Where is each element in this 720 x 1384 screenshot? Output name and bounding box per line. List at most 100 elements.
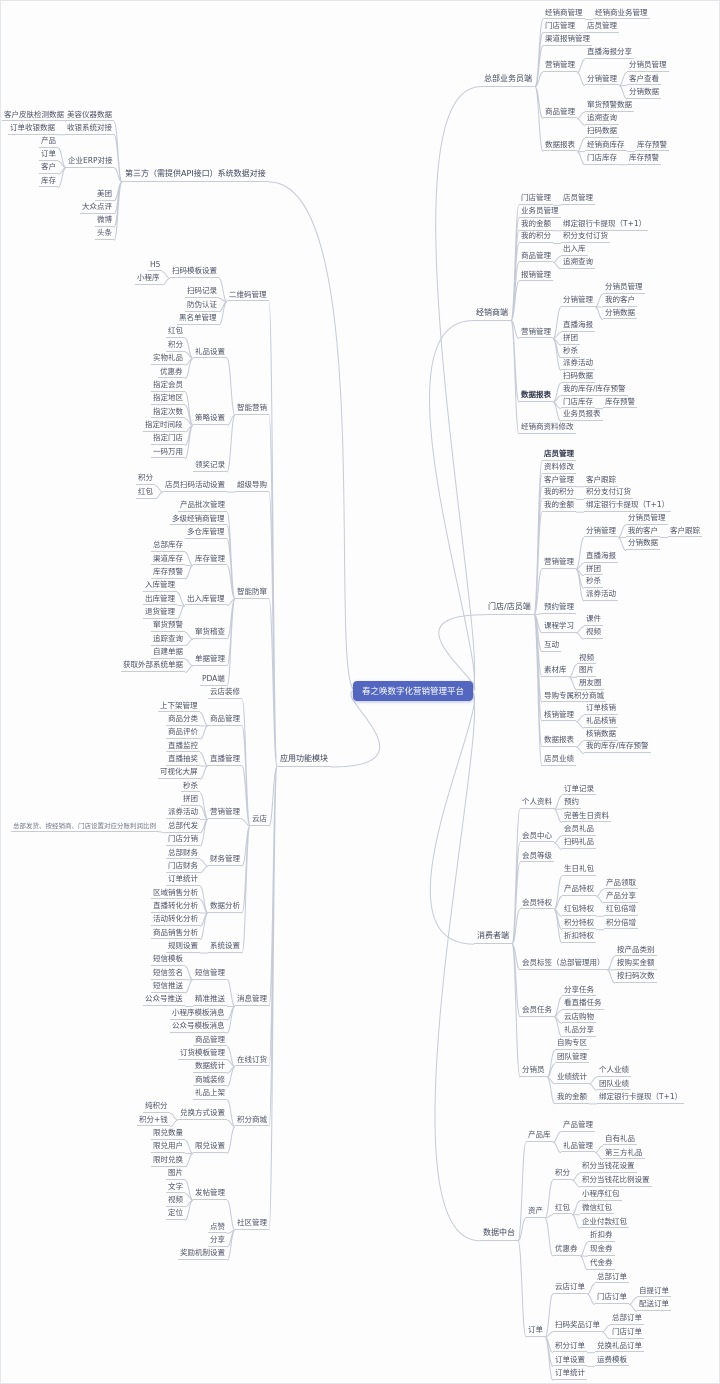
mindmap-node[interactable]: 出入库 bbox=[561, 244, 588, 256]
mindmap-node[interactable]: 秒杀 bbox=[584, 576, 603, 589]
mindmap-node[interactable]: 自提订单 bbox=[637, 1286, 671, 1298]
mindmap-node[interactable]: 优惠券 bbox=[553, 1244, 580, 1256]
mindmap-node[interactable]: 店员管理 bbox=[585, 21, 619, 33]
mindmap-node[interactable]: 分销员 bbox=[520, 1065, 547, 1077]
mindmap-node[interactable]: 精准推送 bbox=[193, 994, 227, 1007]
mindmap-node[interactable]: 微信红包 bbox=[580, 1203, 614, 1215]
mindmap-node[interactable]: 短信推送 bbox=[151, 981, 185, 993]
mindmap-node[interactable]: 订单收银数据 bbox=[8, 123, 57, 135]
mindmap-node[interactable]: 我的库存/库存预警 bbox=[584, 741, 651, 754]
mindmap-node[interactable]: 分销管理 bbox=[561, 295, 595, 307]
mindmap-node[interactable]: 微博 bbox=[95, 215, 114, 227]
mindmap-node[interactable]: 视频 bbox=[584, 627, 603, 639]
mindmap-node[interactable]: 积分当钱花比例设置 bbox=[580, 1175, 652, 1187]
mindmap-node[interactable]: 绑定银行卡提现（T+1） bbox=[597, 1092, 685, 1104]
mindmap-node[interactable]: 美团 bbox=[95, 189, 114, 201]
mindmap-node[interactable]: 商品销售分析 bbox=[151, 928, 200, 940]
mindmap-node[interactable]: 短信签名 bbox=[151, 968, 185, 980]
mindmap-node[interactable]: 积分+钱 bbox=[137, 1115, 170, 1127]
mindmap-node[interactable]: 第三方礼品 bbox=[603, 1148, 645, 1160]
mindmap-node[interactable]: 客户查看 bbox=[627, 74, 661, 86]
mindmap-node[interactable]: 拼团 bbox=[181, 794, 200, 806]
mindmap-node[interactable]: 定位 bbox=[166, 1208, 185, 1220]
mindmap-node[interactable]: 分享 bbox=[208, 1235, 227, 1247]
mindmap-node[interactable]: 积分 bbox=[166, 340, 185, 352]
mindmap-node[interactable]: 我的积分 bbox=[542, 487, 576, 500]
mindmap-node[interactable]: 窜货稽查 bbox=[193, 627, 227, 639]
mindmap-node[interactable]: 订单核销 bbox=[584, 703, 618, 716]
mindmap-node[interactable]: 订货模板管理 bbox=[178, 1048, 227, 1060]
mindmap-node[interactable]: 会员礼品 bbox=[562, 824, 596, 836]
mindmap-node[interactable]: 业务员报表 bbox=[561, 409, 603, 421]
mindmap-node[interactable]: 课程学习 bbox=[542, 621, 576, 633]
mindmap-node[interactable]: 小程序 bbox=[135, 273, 162, 285]
mindmap-node[interactable]: 经销商管理 bbox=[543, 8, 585, 20]
mindmap-node[interactable]: 策略设置 bbox=[193, 413, 227, 426]
mindmap-node[interactable]: 会员任务 bbox=[520, 1005, 554, 1017]
mindmap-node[interactable]: 窜货预警 bbox=[151, 620, 185, 633]
mindmap-node[interactable]: 库存预警 bbox=[635, 140, 669, 152]
mindmap-node[interactable]: 资料修改 bbox=[542, 462, 576, 474]
mindmap-node[interactable]: 库存 bbox=[39, 176, 58, 188]
mindmap-node[interactable]: 我的金额 bbox=[542, 500, 576, 512]
central-topic[interactable]: 春之唤数字化营销管理平台 bbox=[353, 681, 474, 701]
mindmap-node[interactable]: 商品管理 bbox=[208, 714, 242, 726]
mindmap-node[interactable]: 兑换礼品订单 bbox=[595, 1341, 644, 1353]
mindmap-node[interactable]: 云店订单 bbox=[553, 1282, 587, 1294]
mindmap-node[interactable]: 订单设置 bbox=[553, 1355, 587, 1367]
mindmap-node[interactable]: 单据管理 bbox=[193, 654, 227, 666]
mindmap-node[interactable]: 产品批次管理 bbox=[178, 500, 227, 512]
mindmap-node[interactable]: 门店管理 bbox=[519, 193, 553, 206]
mindmap-node[interactable]: 多级经销商管理 bbox=[170, 514, 227, 526]
mindmap-node[interactable]: 经销商业务管理 bbox=[593, 8, 650, 20]
mindmap-node[interactable]: 客户 bbox=[39, 162, 58, 175]
mindmap-node[interactable]: 区域销售分析 bbox=[151, 888, 200, 900]
mindmap-node[interactable]: 拼团 bbox=[561, 333, 580, 345]
mindmap-node[interactable]: 数据报表 bbox=[542, 735, 576, 747]
mindmap-node[interactable]: 礼品设置 bbox=[193, 347, 227, 359]
mindmap-node[interactable]: 数据报表 bbox=[519, 390, 553, 402]
mindmap-node[interactable]: 客户跟踪 bbox=[584, 475, 618, 487]
mindmap-node[interactable]: 发帖管理 bbox=[193, 1188, 227, 1200]
mindmap-node[interactable]: 产品分享 bbox=[604, 891, 638, 903]
mindmap-node[interactable]: 生日礼包 bbox=[562, 864, 596, 876]
mindmap-node[interactable]: 预约管理 bbox=[542, 602, 576, 614]
mindmap-node[interactable]: 客户管理 bbox=[542, 475, 576, 487]
mindmap-node[interactable]: 订单 bbox=[526, 1325, 545, 1337]
mindmap-node[interactable]: 互动 bbox=[542, 640, 561, 652]
mindmap-node[interactable]: 礼品管理 bbox=[561, 1141, 595, 1153]
mindmap-node[interactable]: 视频 bbox=[166, 1195, 185, 1207]
mindmap-node[interactable]: 会员等级 bbox=[520, 851, 554, 863]
branch-topic[interactable]: 第三方（需提供API接口）系统数据对接 bbox=[122, 168, 269, 183]
mindmap-node[interactable]: 门店管理 bbox=[543, 21, 577, 33]
mindmap-node[interactable]: 报销管理 bbox=[519, 270, 553, 282]
mindmap-node[interactable]: 扫码数据 bbox=[585, 126, 619, 139]
mindmap-node[interactable]: 红包特权 bbox=[562, 904, 596, 917]
branch-topic[interactable]: 门店/店员端 bbox=[485, 601, 534, 616]
mindmap-node[interactable]: 美容仪器数据 bbox=[65, 110, 114, 122]
mindmap-node[interactable]: 红包 bbox=[166, 326, 185, 339]
mindmap-node[interactable]: 分销数据 bbox=[603, 308, 637, 320]
mindmap-node[interactable]: 资产 bbox=[526, 1206, 545, 1218]
mindmap-node[interactable]: 短信模板 bbox=[151, 954, 185, 967]
mindmap-node[interactable]: 社区管理 bbox=[235, 1218, 269, 1230]
mindmap-node[interactable]: 直播海报 bbox=[561, 320, 595, 333]
mindmap-node[interactable]: 追溯查询 bbox=[561, 257, 595, 269]
mindmap-node[interactable]: 折扣特权 bbox=[562, 931, 596, 943]
mindmap-node[interactable]: 分销管理 bbox=[585, 74, 619, 86]
mindmap-node[interactable]: 分销数据 bbox=[627, 87, 661, 99]
mindmap-node[interactable]: 直播海报 bbox=[584, 551, 618, 563]
mindmap-node[interactable]: 指定次数 bbox=[151, 407, 185, 419]
mindmap-node[interactable]: 积分支付订货 bbox=[584, 487, 633, 500]
mindmap-node[interactable]: 商城装修 bbox=[193, 1075, 227, 1087]
mindmap-node[interactable]: 店员管理 bbox=[542, 449, 576, 462]
mindmap-node[interactable]: 派券活动 bbox=[584, 589, 618, 601]
mindmap-node[interactable]: 门店财务 bbox=[166, 861, 200, 873]
mindmap-node[interactable]: 直播转化分析 bbox=[151, 901, 200, 913]
mindmap-node[interactable]: 图片 bbox=[577, 665, 596, 677]
mindmap-node[interactable]: H5 bbox=[148, 260, 163, 272]
mindmap-node[interactable]: 产品特权 bbox=[562, 884, 596, 896]
mindmap-node[interactable]: 商品管理 bbox=[543, 107, 577, 119]
mindmap-node[interactable]: 渠道库存 bbox=[151, 554, 185, 566]
mindmap-node[interactable]: 我的金额 bbox=[555, 1092, 589, 1104]
